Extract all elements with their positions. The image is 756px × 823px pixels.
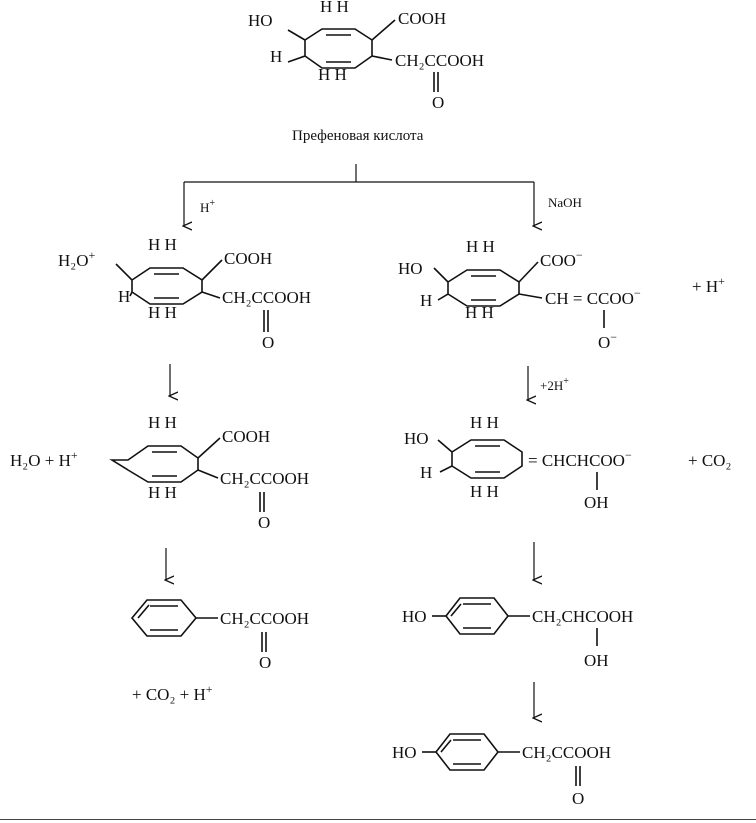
ring-hydrogens-top: H H: [148, 235, 177, 254]
reagent-acid: H+: [200, 198, 215, 215]
phenylpyruvate-structure: CH₂CCOOH O + CO₂ + H+: [130, 599, 309, 704]
ring-double-bonds: [152, 451, 177, 477]
right-step1-structure: HO H H H H H COO− CH = CCOO− + H+ O−: [398, 237, 725, 352]
enolate-chain-label: CH = CCOO−: [545, 286, 641, 308]
ring-bonds: [109, 445, 199, 483]
ring-hydrogens-top: H H: [320, 0, 349, 16]
ring-hydrogen-left: H: [118, 287, 130, 306]
ring-hydrogens-bottom: H H: [465, 303, 494, 322]
oxo-label: O: [262, 333, 274, 352]
proton-label: + H+: [692, 274, 725, 296]
left-step1-structure: H₂O+ H H H H H COOH CH₂CCOOH O: [58, 235, 311, 352]
ring-bonds: [287, 28, 373, 69]
ring-double-bonds: [154, 273, 179, 299]
carbon-dioxide-label: + CO₂: [688, 451, 731, 470]
ring-hydrogens-bottom: H H: [318, 65, 347, 84]
water-proton-label: H₂O + H+: [10, 448, 78, 470]
byproducts-label: + CO₂ + H+: [132, 682, 213, 704]
ring-bonds: [437, 439, 523, 479]
ring-hydrogens-top: H H: [148, 413, 177, 432]
ring-double-bonds: [471, 275, 496, 301]
left-step2-structure: H₂O + H+ H H H H COOH CH₂CCOOH O: [10, 413, 309, 532]
carbonyl-bond: [263, 310, 269, 332]
oxo-label: O: [572, 789, 584, 808]
hydroxyl-label: HO: [398, 259, 423, 278]
hydroxyl-label: HO: [392, 743, 417, 762]
right-step2-structure: HO H H H H H = CHCHCOO− + CO₂ OH: [404, 413, 731, 512]
carboxyl-label: COOH: [224, 249, 272, 268]
ring-double-bonds: [475, 445, 500, 473]
side-chain-label: CH₂CCOOH: [220, 469, 309, 488]
substituent-bonds: [371, 19, 396, 61]
side-chain-label: CH₂CCOOH: [222, 288, 311, 307]
benzene-inner-bonds: [450, 603, 491, 629]
carbonyl-bond: [433, 72, 439, 92]
ring-hydrogens-bottom: H H: [470, 482, 499, 501]
carboxyl-label: COOH: [222, 427, 270, 446]
carboxylate-label: COO−: [540, 248, 583, 270]
ring-double-bonds: [326, 34, 351, 63]
compound-caption: Префеновая кислота: [292, 128, 424, 144]
substituent-bonds: [197, 437, 221, 479]
oxo-label: O: [432, 93, 444, 112]
prephenic-acid-structure: HO H H H H H COOH CH₂CCOOH O: [248, 0, 484, 112]
carbonyl-bond: [575, 766, 581, 786]
ring-hydrogen-left: H: [270, 47, 282, 66]
hydroxyl-sub-label: OH: [584, 493, 609, 512]
ring-bonds: [433, 267, 520, 307]
benzene-inner-bonds: [440, 739, 481, 765]
side-chain-label: CH₂CCOOH: [395, 51, 484, 70]
carboxyl-label: COOH: [398, 9, 446, 28]
ring-hydrogens-bottom: H H: [148, 303, 177, 322]
reagent-proton-gain: +2H+: [540, 376, 569, 393]
hydroxyphenylpyruvate-structure: HO CH₂CCOOH O: [392, 733, 611, 808]
oxide-label: O−: [598, 330, 617, 352]
ring-hydrogens-bottom: H H: [148, 483, 177, 502]
carbonyl-bond: [261, 632, 267, 652]
ring-hydrogens-top: H H: [466, 237, 495, 256]
substituent-bonds: [518, 261, 543, 299]
oxonium-label: H₂O+: [58, 248, 95, 270]
page-bottom-rule: [0, 819, 756, 820]
substituent-bonds: [201, 259, 223, 299]
hydroxyl-sub-label: OH: [584, 651, 609, 670]
ring-hydrogens-top: H H: [470, 413, 499, 432]
side-chain-label: CH₂CCOOH: [522, 743, 611, 762]
ring-hydrogen-left: H: [420, 463, 432, 482]
chain-label: = CHCHCOO−: [528, 448, 632, 470]
benzene-inner-bonds: [137, 604, 178, 631]
oxo-label: O: [258, 513, 270, 532]
hydroxyphenyllactate-structure: HO CH₂CHCOOH OH: [402, 597, 633, 670]
ring-hydrogen-left: H: [420, 291, 432, 310]
oxo-label: O: [259, 653, 271, 672]
ring-bonds: [115, 263, 203, 305]
branch-connector: [184, 164, 534, 183]
reagent-base: NaOH: [548, 195, 582, 210]
side-chain-label: CH₂CCOOH: [220, 609, 309, 628]
hydroxyl-label: HO: [404, 429, 429, 448]
carbonyl-bond: [259, 492, 265, 512]
side-chain-label: CH₂CHCOOH: [532, 607, 633, 626]
hydroxyl-label: HO: [402, 607, 427, 626]
hydroxyl-label: HO: [248, 11, 273, 30]
